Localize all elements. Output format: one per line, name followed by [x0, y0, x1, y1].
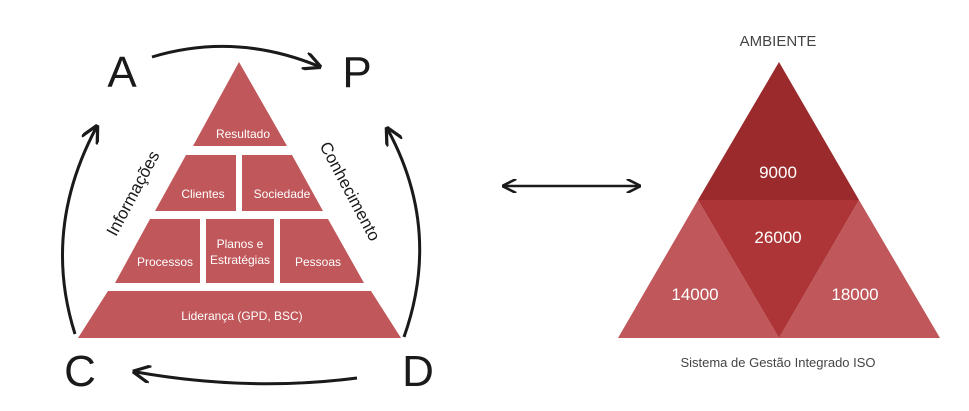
right-label-center: 26000: [754, 228, 801, 247]
arrow-p-to-d: [388, 130, 422, 338]
right-pyramid-title: AMBIENTE: [740, 33, 817, 50]
pdca-letter-d: D: [402, 347, 434, 396]
pdca-letter-a: A: [107, 48, 137, 97]
pyramid-label-planos: Planos e: [217, 237, 264, 251]
right-pyramid-caption: Sistema de Gestão Integrado ISO: [680, 355, 875, 370]
pyramid-segment-clientes: [155, 155, 236, 211]
pyramid-segment-planos: [206, 219, 274, 283]
right-label-top: 9000: [759, 163, 797, 182]
right-segment-right: [779, 200, 940, 338]
pyramid-label-resultado: Resultado: [216, 127, 270, 141]
pyramid-label-pessoas: Pessoas: [295, 255, 341, 269]
right-segment-center: [698, 200, 859, 338]
pyramid-label-processos: Processos: [137, 255, 193, 269]
pyramid-label-lideranca: Liderança (GPD, BSC): [181, 309, 302, 323]
pyramid-segment-processos: [115, 219, 200, 283]
pdca-letter-c: C: [64, 347, 96, 396]
pyramid-label-clientes: Clientes: [181, 187, 224, 201]
pyramid-label-sociedade: Sociedade: [254, 187, 311, 201]
right-segment-top: [698, 62, 859, 200]
pyramid-segment-resultado: [193, 62, 287, 146]
right-label-right: 18000: [831, 285, 878, 304]
pyramid-label-estrategias: Estratégias: [210, 253, 270, 267]
right-label-left: 14000: [671, 285, 718, 304]
arrow-d-to-c: [136, 372, 358, 386]
pdca-letter-p: P: [342, 48, 371, 97]
left-pyramid: [78, 62, 401, 338]
pyramid-segment-pessoas: [280, 219, 364, 283]
arrow-c-to-a: [61, 128, 96, 335]
arrow-a-to-p: [151, 44, 318, 66]
pyramid-segment-lideranca: [78, 291, 401, 338]
right-segment-left: [618, 200, 779, 338]
pyramid-segment-sociedade: [242, 155, 323, 211]
right-pyramid: [618, 62, 940, 338]
